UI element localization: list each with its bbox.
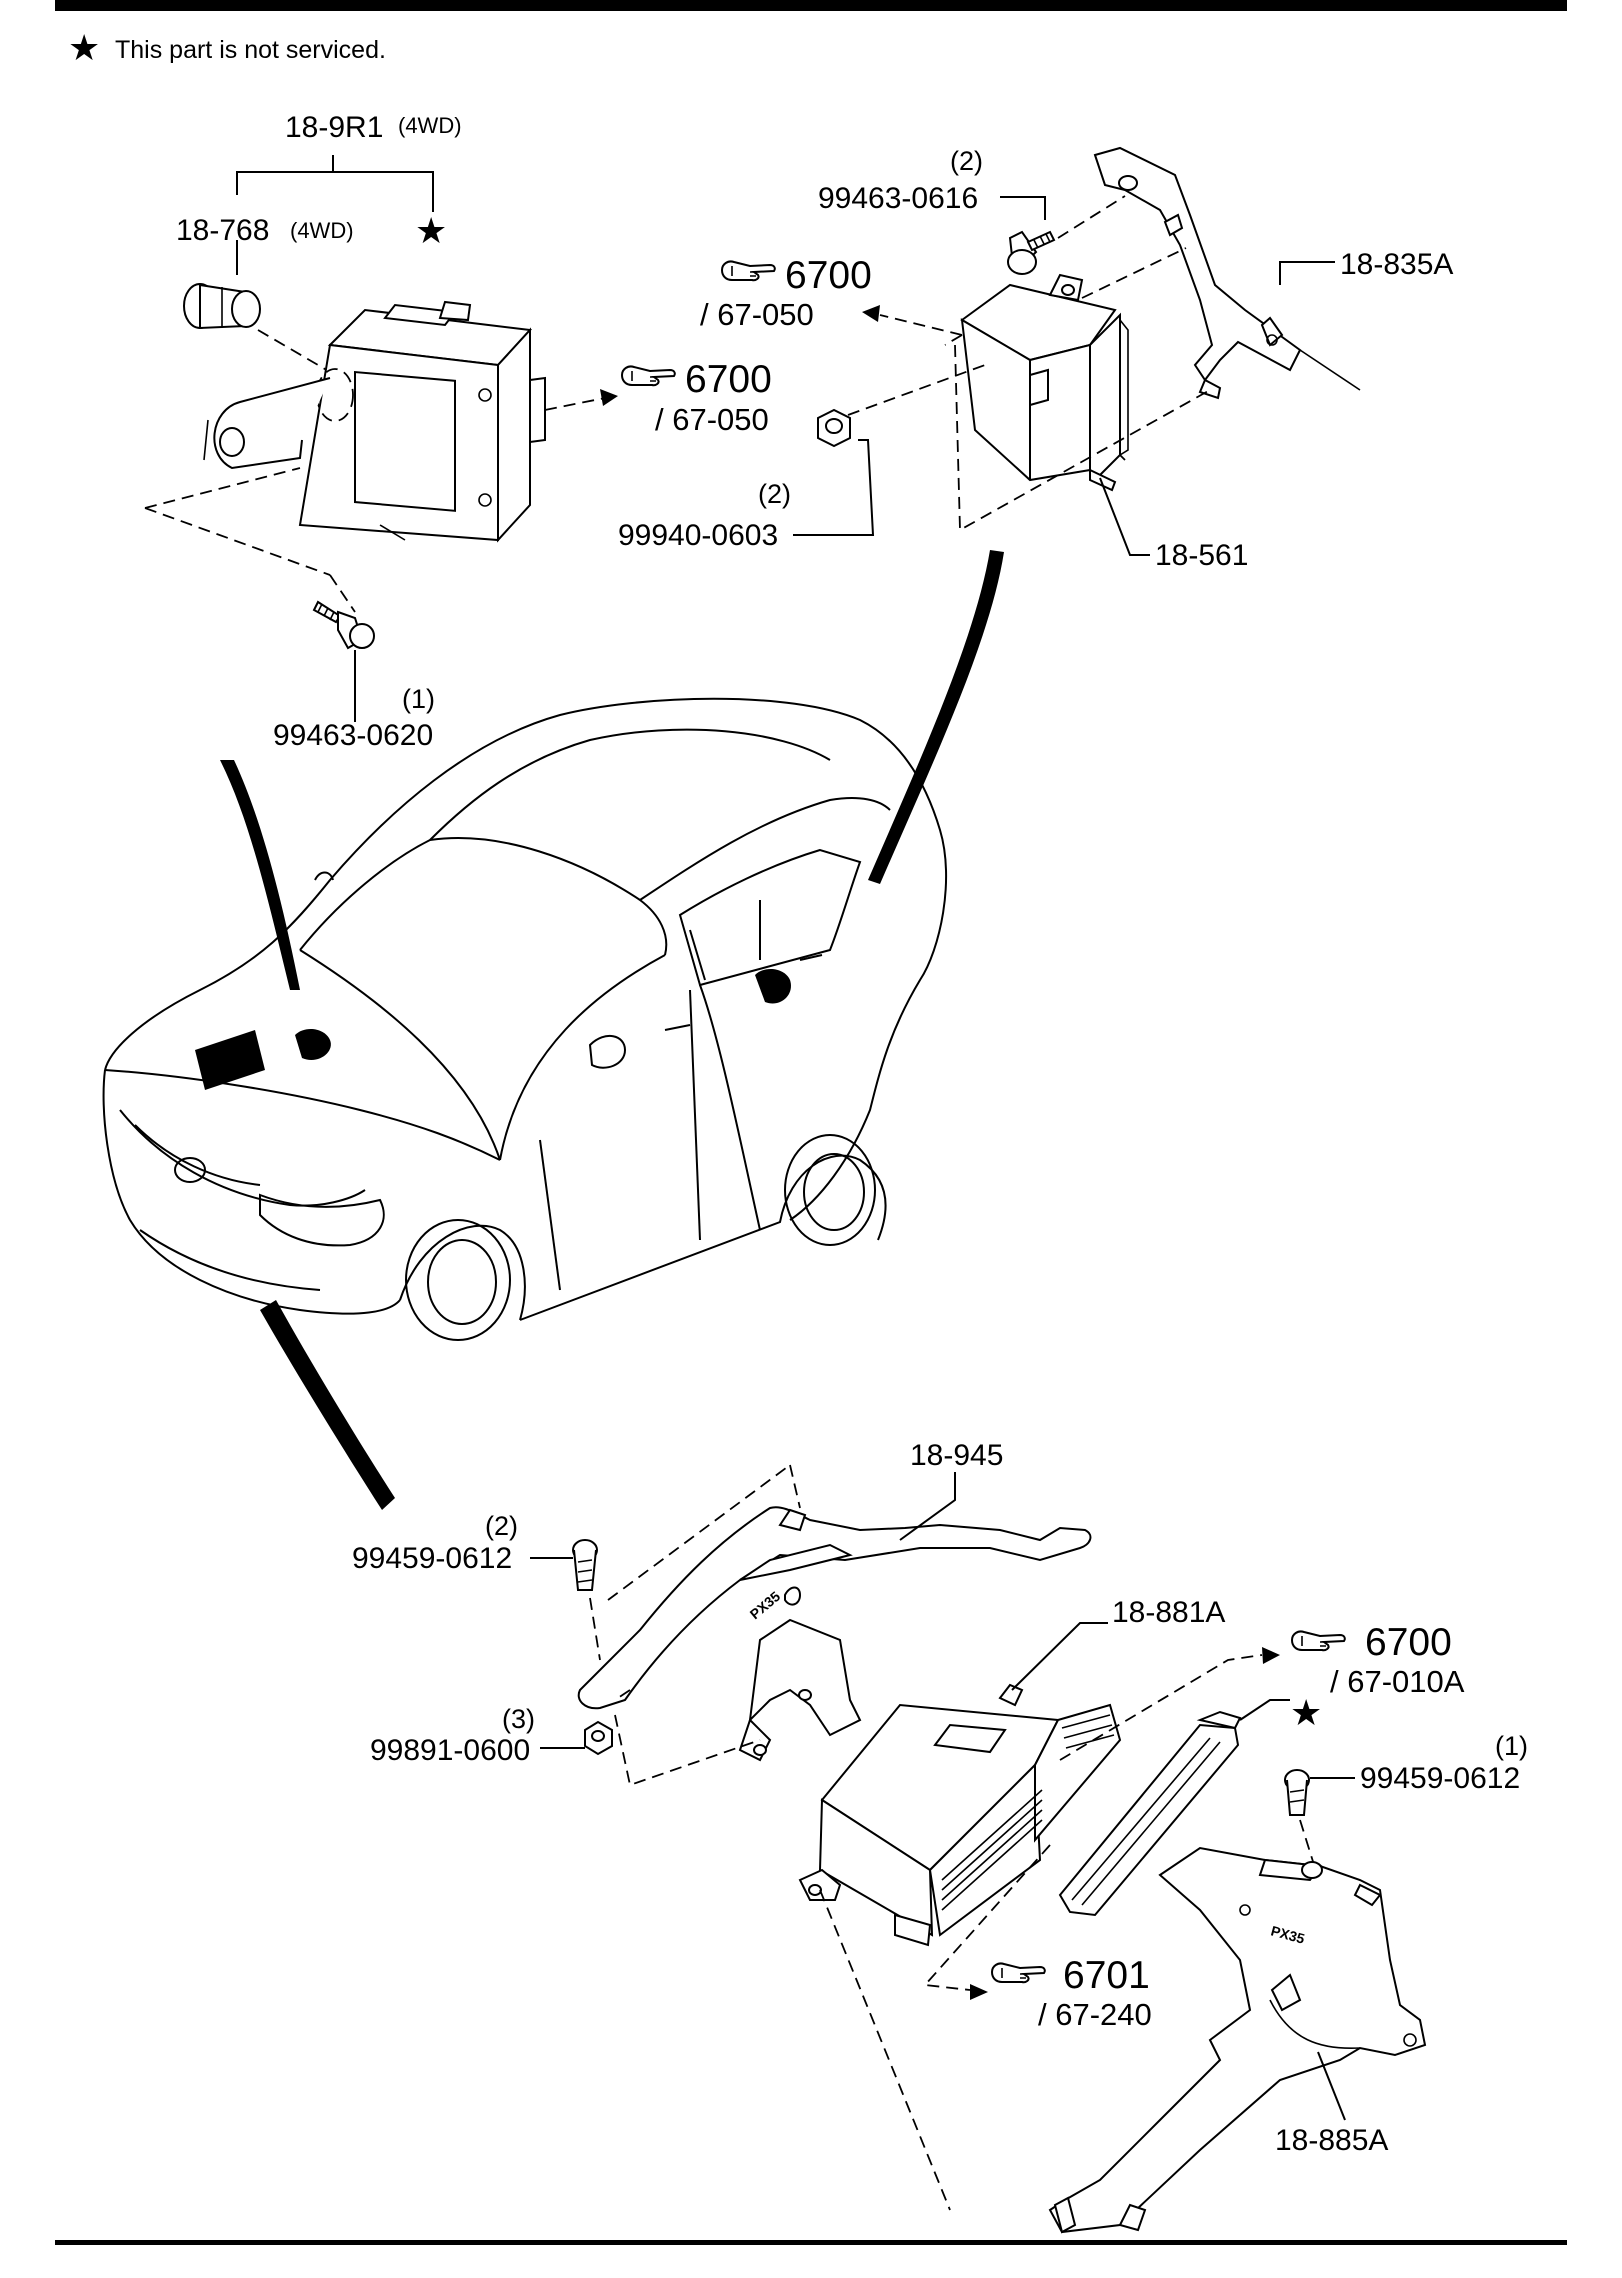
star-icon: ★	[415, 210, 447, 251]
bottom-border	[55, 2240, 1567, 2245]
reference-page: / 67-050	[655, 402, 769, 437]
nut-99940-0603[interactable]	[817, 408, 851, 448]
note-text: This part is not serviced.	[115, 36, 386, 64]
vehicle-illustration	[102, 550, 1004, 1510]
reference-page: / 67-240	[1038, 1997, 1152, 2032]
label-99463-0616-qty: (2)	[950, 146, 983, 176]
connector-module-star[interactable]	[1058, 1710, 1242, 1917]
label-99463-0620[interactable]: 99463-0620	[273, 719, 433, 752]
label-18-9R1[interactable]: 18-9R1	[285, 111, 383, 144]
svg-text:PX35: PX35	[747, 1588, 784, 1622]
label-99459-0612-left-qty: (2)	[485, 1511, 518, 1541]
group-4wd-control-unit	[144, 155, 618, 722]
reference-6700-a[interactable]: 6700 / 67-050	[621, 358, 772, 437]
star-icon: ★	[1290, 1692, 1322, 1733]
reference-page: / 67-010A	[1330, 1664, 1465, 1699]
group-engine-control: PX35	[530, 1464, 1427, 2234]
top-border	[55, 0, 1567, 11]
label-18-881A[interactable]: 18-881A	[1112, 1596, 1225, 1629]
note-star-icon: ★	[68, 27, 100, 68]
control-unit-18-9R1[interactable]	[298, 300, 546, 543]
hand-pointer-icon	[1291, 1630, 1346, 1652]
reference-6701[interactable]: 6701 / 67-240	[991, 1954, 1152, 2032]
label-99891-0600-qty: (3)	[502, 1704, 535, 1734]
label-18-768[interactable]: 18-768	[176, 214, 269, 247]
label-18-561[interactable]: 18-561	[1155, 539, 1248, 572]
bolt-99463-0620[interactable]	[312, 600, 375, 650]
label-99459-0612-right-qty: (1)	[1495, 1731, 1528, 1761]
nut-99891-0600[interactable]	[584, 1720, 613, 1756]
bolt-99459-0612-left[interactable]	[572, 1539, 598, 1591]
label-99459-0612-right[interactable]: 99459-0612	[1360, 1762, 1520, 1795]
reference-number: 6701	[1063, 1954, 1150, 1997]
bolt-99459-0612-right[interactable]	[1284, 1769, 1310, 1816]
reference-page: / 67-050	[700, 297, 814, 332]
reference-number: 6700	[685, 358, 772, 401]
label-99463-0616[interactable]: 99463-0616	[818, 182, 978, 215]
label-18-9R1-4wd: (4WD)	[398, 113, 462, 138]
hand-pointer-icon	[991, 1962, 1046, 1984]
bolt-99463-0616[interactable]	[1007, 230, 1056, 275]
label-99459-0612-left[interactable]: 99459-0612	[352, 1542, 512, 1575]
label-18-945[interactable]: 18-945	[910, 1439, 1003, 1472]
bracket-18-945[interactable]: PX35	[577, 1506, 1092, 1762]
reference-number: 6700	[1365, 1621, 1452, 1664]
label-99940-0603[interactable]: 99940-0603	[618, 519, 778, 552]
bracket-18-885A[interactable]: PX35	[1048, 1846, 1427, 2234]
group-module-18-561	[793, 146, 1361, 556]
label-18-768-4wd: (4WD)	[290, 218, 354, 243]
mounting-tab	[203, 377, 331, 470]
relay-18-768[interactable]	[183, 283, 261, 330]
hand-pointer-icon	[621, 365, 676, 387]
ecu-18-881A[interactable]	[798, 1683, 1122, 1947]
reference-6700-b[interactable]: 6700 / 67-050	[700, 254, 872, 332]
label-99940-0603-qty: (2)	[758, 479, 791, 509]
label-18-835A[interactable]: 18-835A	[1340, 248, 1453, 281]
label-18-885A[interactable]: 18-885A	[1275, 2124, 1388, 2157]
reference-number: 6700	[785, 254, 872, 297]
reference-6700-c[interactable]: 6700 / 67-010A	[1291, 1621, 1465, 1699]
hand-pointer-icon	[721, 260, 776, 282]
label-99463-0620-qty: (1)	[402, 684, 435, 714]
module-18-561[interactable]	[960, 273, 1129, 492]
label-99891-0600[interactable]: 99891-0600	[370, 1734, 530, 1767]
